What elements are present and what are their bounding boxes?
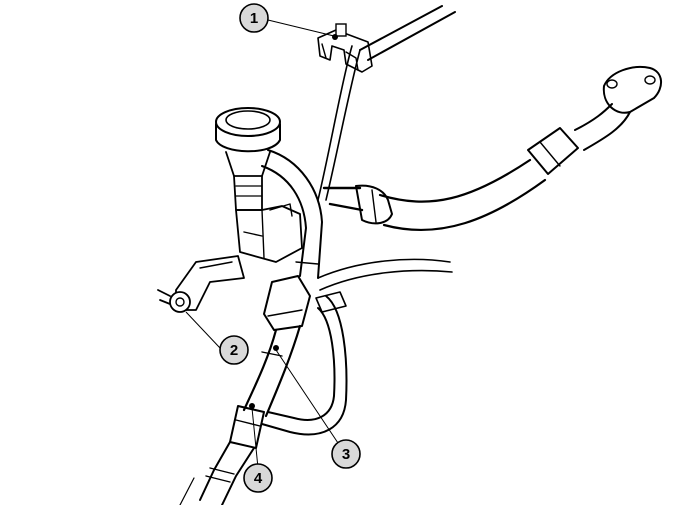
feed-hose — [179, 275, 311, 505]
callout-2: 2 — [219, 335, 249, 365]
loop-tube — [261, 291, 348, 436]
hose-clip-bracket — [317, 23, 373, 73]
large-hose — [322, 103, 631, 232]
callout-3: 3 — [331, 439, 361, 469]
upper-brake-line — [317, 5, 456, 201]
callout-leaders — [185, 19, 341, 469]
hose-flange — [602, 66, 662, 114]
callout-label-2: 2 — [230, 342, 238, 359]
mounting-bracket — [157, 255, 245, 313]
reservoir-assembly — [215, 107, 303, 263]
callout-label-3: 3 — [342, 446, 350, 463]
reservoir-outlet-hose — [261, 149, 323, 279]
return-line — [317, 258, 453, 291]
callout-1: 1 — [239, 3, 269, 33]
callout-label-1: 1 — [250, 10, 258, 27]
callout-label-4: 4 — [254, 470, 263, 487]
callout-4: 4 — [243, 463, 273, 493]
